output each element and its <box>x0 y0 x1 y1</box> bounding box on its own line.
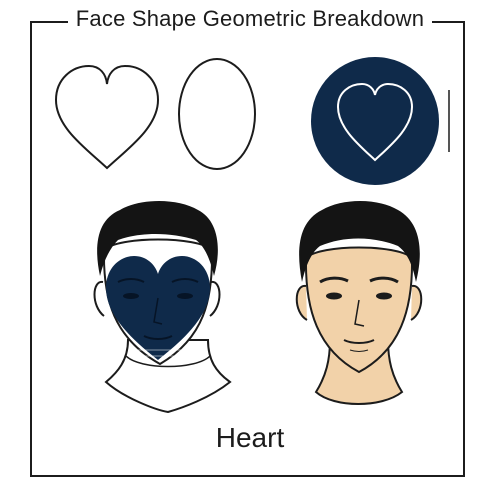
diagram-title: Face Shape Geometric Breakdown <box>67 6 433 32</box>
face-shape-label: Heart <box>215 422 285 453</box>
face-illustration <box>295 201 423 405</box>
face-with-heart-overlay <box>93 201 232 414</box>
heart-overlay-shape <box>106 256 210 360</box>
oval-shape-icon[interactable] <box>178 58 256 170</box>
heart-selected-icon[interactable] <box>311 57 439 185</box>
title-bar: Face Shape Geometric Breakdown <box>0 6 500 32</box>
heart-shape-icon[interactable] <box>54 64 160 170</box>
